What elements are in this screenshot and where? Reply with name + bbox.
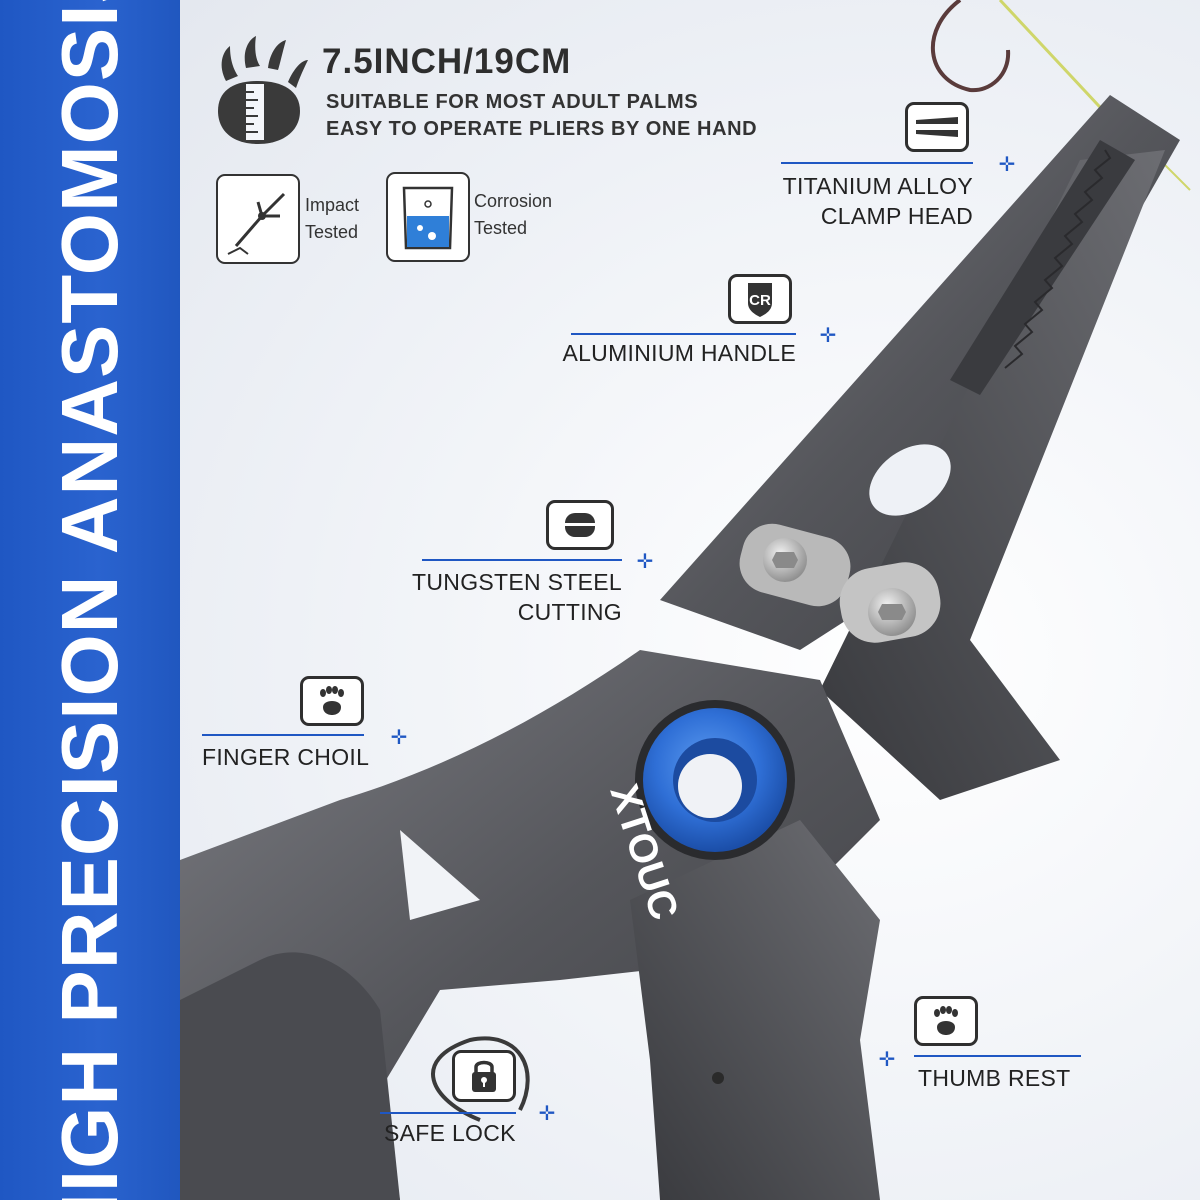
impact-badge (216, 174, 300, 264)
jaw-icon (916, 117, 958, 137)
size-line-1: SUITABLE FOR MOST ADULT PALMS (326, 91, 699, 113)
fishing-hook (930, 0, 1011, 93)
plus-marker-thumb: ✛ (878, 1049, 896, 1071)
jaw-hole (869, 444, 951, 516)
thumb-label: THUMB REST (918, 1065, 1071, 1091)
pliers-icon (227, 192, 286, 255)
corrosion-badge (386, 172, 470, 262)
paw-icon (934, 1006, 958, 1035)
pliers-illustration: XTOUC (180, 0, 1191, 1200)
lock-label: SAFE LOCK (384, 1120, 516, 1146)
svg-text:CR: CR (749, 292, 771, 309)
finger-icon-box (300, 676, 364, 726)
blade-icon (565, 513, 595, 537)
thumb-rule (914, 1055, 1081, 1057)
padlock-icon (472, 1060, 496, 1092)
cr-icon-box: CR (728, 274, 792, 324)
clamp-label: TITANIUM ALLOY CLAMP HEAD (782, 173, 973, 229)
cr-shield-icon: CR (748, 283, 772, 317)
finger-label: FINGER CHOIL (202, 744, 370, 770)
finger-hole (400, 830, 480, 920)
plus-marker-handle: ✛ (819, 325, 837, 347)
paw-ruler-icon (218, 36, 308, 144)
thumb-icon-box (914, 996, 978, 1046)
finger-rule (202, 734, 364, 736)
plus-marker-clamp: ✛ (998, 154, 1016, 176)
beaker-icon (402, 186, 454, 250)
size-line-2: EASY TO OPERATE PLIERS BY ONE HAND (326, 118, 758, 140)
impact-label: Impact Tested (305, 195, 360, 242)
plus-marker-lock: ✛ (538, 1103, 556, 1125)
plus-marker-cutting: ✛ (636, 551, 654, 573)
plus-marker-finger: ✛ (390, 727, 408, 749)
cutting-rule (422, 559, 622, 561)
clamp-rule (781, 162, 973, 164)
lock-icon-box (452, 1050, 516, 1102)
handle-right (630, 820, 880, 1200)
handle-rule (571, 333, 796, 335)
blade-icon-box (546, 500, 614, 550)
corrosion-label: Corrosion Tested (474, 191, 553, 238)
cutting-label: TUNGSTEN STEEL CUTTING (412, 569, 622, 625)
banner-title: HIGH PRECISION ANASTOMOSIS (45, 0, 134, 1200)
lock-rule (380, 1112, 516, 1114)
size-title: 7.5INCH/19CM (322, 42, 572, 81)
spring (431, 1036, 530, 1122)
jaw-icon-box (905, 102, 969, 152)
side-banner: HIGH PRECISION ANASTOMOSIS (0, 0, 180, 1200)
paw-icon (320, 686, 344, 715)
handle-label: ALUMINIUM HANDLE (562, 340, 796, 366)
